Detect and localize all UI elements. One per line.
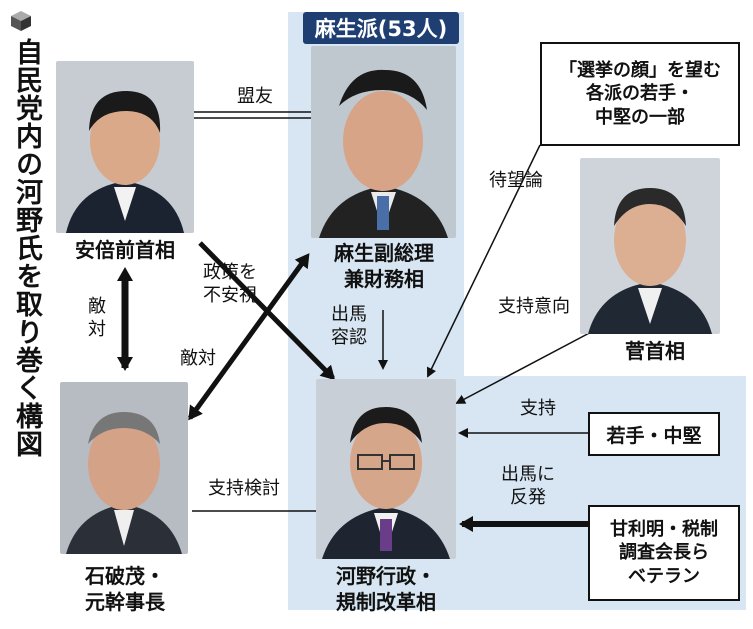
abe-photo bbox=[56, 61, 194, 233]
ishiba-name: 石破茂・ 元幹事長 bbox=[85, 564, 165, 614]
tekitai-label: 敵対 bbox=[180, 348, 216, 369]
kono-photo bbox=[316, 379, 456, 559]
tekitai-vertical-label: 敵 対 bbox=[88, 296, 106, 340]
anxious-label: 政策を 不安視 bbox=[203, 262, 257, 306]
ishiba-photo bbox=[60, 382, 188, 554]
young-face-box: 「選挙の顔」を望む 各派の若手・ 中堅の一部 bbox=[540, 42, 740, 146]
shiji-ikou-label: 支持意向 bbox=[498, 296, 570, 317]
aso-photo bbox=[311, 46, 456, 238]
aso-name: 麻生副総理 兼財務相 bbox=[334, 241, 434, 291]
suga-name: 菅首相 bbox=[625, 339, 685, 363]
shutsuba-yonin-label: 出馬 容認 bbox=[331, 304, 367, 348]
taibouron-label: 待望論 bbox=[489, 170, 543, 191]
meiyu-label: 盟友 bbox=[237, 86, 273, 107]
suga-photo bbox=[580, 158, 720, 334]
veterans-box: 甘利明・税制 調査会長ら ベテラン bbox=[588, 505, 740, 601]
faction-label: 麻生派(53人) bbox=[303, 12, 459, 44]
kono-name: 河野行政・ 規制改革相 bbox=[336, 564, 436, 614]
cube-icon bbox=[11, 11, 31, 31]
page-title: 自民党内の河野氏を取り巻く構図 bbox=[11, 38, 42, 458]
young-mid-box: 若手・中堅 bbox=[588, 412, 720, 456]
abe-name: 安倍前首相 bbox=[75, 238, 175, 262]
shiji-kentou-label: 支持検討 bbox=[208, 478, 280, 499]
shutsuba-hanpatsu-label: 出馬に 反発 bbox=[501, 464, 555, 508]
shiji-label: 支持 bbox=[520, 398, 556, 419]
